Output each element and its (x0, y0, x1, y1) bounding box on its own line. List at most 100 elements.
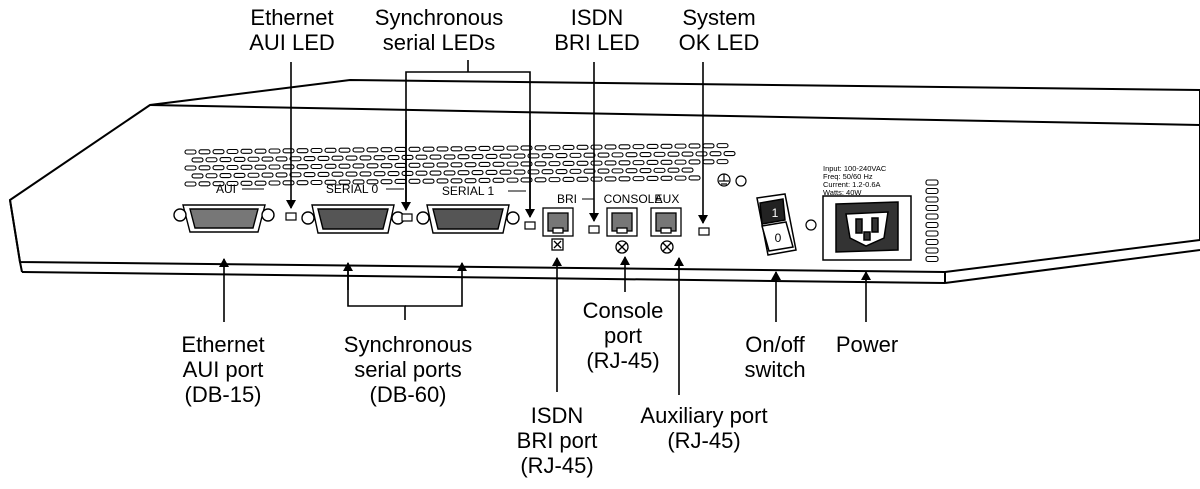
callout-text: switch (744, 357, 806, 382)
callout-text: BRI LED (554, 30, 640, 55)
vent-slot (541, 153, 554, 159)
vent-slot (597, 152, 610, 158)
vent-slot (247, 172, 260, 178)
vent-slot (646, 143, 659, 150)
serial1-db60-port (416, 204, 520, 234)
vent-slot (492, 145, 505, 151)
vent-slot (359, 155, 372, 161)
side-vent-slot (925, 187, 939, 195)
vent-slot (226, 180, 239, 187)
callout-text: AUI port (182, 357, 264, 382)
vent-slot (576, 144, 589, 150)
side-vent-slot (925, 196, 939, 203)
callout-text: (RJ-45) (520, 453, 594, 478)
vent-slot (191, 157, 204, 163)
callout-text: Console (582, 298, 664, 323)
vent-slot (450, 178, 463, 184)
callout-text: (DB-60) (369, 382, 447, 407)
vent-slot (632, 176, 645, 182)
vent-slot (660, 159, 673, 165)
side-vent-slot (925, 179, 939, 186)
vent-slot (226, 148, 239, 155)
vent-slot (184, 181, 197, 187)
power-rating-line-2: Freq: 50/60 Hz (823, 172, 873, 181)
callout-text: BRI port (516, 428, 598, 453)
vent-slot (478, 161, 491, 168)
vent-slot (408, 162, 421, 168)
vent-slot (233, 172, 246, 178)
vent-slot (345, 171, 358, 177)
vent-slot (324, 179, 337, 185)
vent-slot (212, 149, 225, 155)
vent-slot (548, 145, 561, 151)
vent-slot (366, 147, 379, 153)
bri-rj45-port (542, 207, 574, 251)
vent-slot (212, 165, 225, 171)
callout-text: Power (835, 332, 899, 357)
vent-slot (660, 175, 673, 181)
vent-slot (527, 169, 540, 175)
vent-slot (674, 159, 687, 165)
vent-slot (282, 164, 295, 170)
vent-slot (310, 179, 323, 186)
callout-text: AUI LED (249, 30, 335, 55)
vent-slot (184, 165, 197, 171)
vent-slot (373, 155, 386, 161)
aux-rj45-port (650, 207, 682, 254)
vent-slot (653, 151, 666, 157)
vent-slot (450, 146, 463, 152)
callout-text: (RJ-45) (586, 348, 660, 373)
vent-slot (324, 163, 337, 169)
side-vent-slot (925, 230, 939, 237)
vent-slot (562, 160, 575, 167)
callout-text: OK LED (678, 30, 760, 55)
vent-slot (429, 154, 442, 160)
vent-slot (247, 156, 260, 162)
power-rating-line-4: Watts: 40W (823, 188, 862, 197)
power-inlet (822, 195, 912, 261)
vent-slot (520, 177, 533, 183)
vent-slot (464, 146, 477, 152)
vent-slot (310, 147, 323, 154)
vent-slot (597, 168, 610, 174)
vent-slot (366, 179, 379, 185)
side-vent-slot (925, 204, 939, 212)
leader-sync-serial-ports (347, 264, 406, 320)
serial0-led (401, 213, 413, 222)
vent-slot (338, 179, 351, 185)
side-vent-slot (925, 221, 939, 229)
switch-on-label: 1 (772, 206, 779, 220)
vent-slot (569, 152, 582, 158)
vent-slot (555, 168, 568, 175)
vent-slot (569, 168, 582, 174)
vent-slot (583, 152, 596, 158)
vent-slot (212, 181, 225, 187)
callout-isdn-bri-led: ISDN BRI LED (554, 5, 640, 55)
vent-slot (534, 161, 547, 167)
callout-power: Power (836, 332, 898, 357)
vent-slot (184, 149, 197, 155)
vent-slot (380, 147, 393, 153)
vent-slot (674, 175, 687, 181)
vent-slot (289, 172, 302, 178)
vent-slot (674, 143, 687, 149)
console-panel-label: CONSOLE (604, 192, 663, 206)
vent-slot (667, 151, 680, 157)
vent-slot (618, 160, 631, 166)
vent-slot (198, 181, 211, 187)
vent-slot (646, 175, 659, 182)
vent-slot (401, 170, 414, 176)
vent-slot (268, 164, 281, 170)
vent-slot (632, 160, 645, 166)
vent-slot (338, 163, 351, 169)
vent-slot (254, 164, 267, 170)
vent-slot (604, 176, 617, 182)
vent-slot (331, 171, 344, 177)
vent-slot (261, 172, 274, 178)
vent-slot (457, 154, 470, 160)
vent-slot (310, 163, 323, 170)
vent-slot (387, 155, 400, 161)
vent-slot (492, 177, 505, 183)
vent-slot (296, 148, 309, 154)
vent-slot (611, 168, 624, 174)
